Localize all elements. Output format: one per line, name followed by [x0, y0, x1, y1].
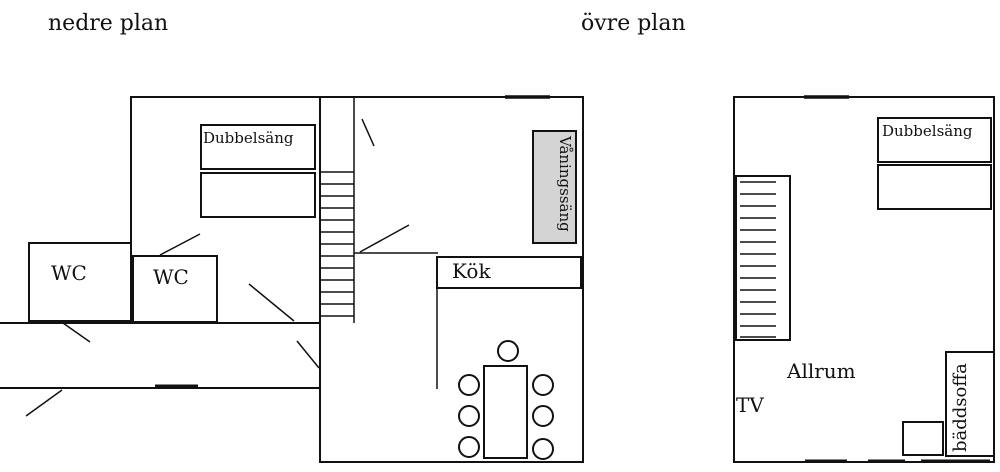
sofa-bed: [945, 351, 995, 457]
bunk-bed-label: Våningssäng: [556, 135, 574, 232]
main-room: [319, 96, 584, 463]
bunk-room-door: [361, 118, 375, 147]
bedroom-door: [248, 283, 295, 322]
dining-chair: [532, 374, 554, 396]
wc-left-door: [62, 322, 91, 343]
double-bed-label: Dubbelsäng: [203, 129, 294, 147]
stair-door: [296, 340, 320, 369]
living-room-label: Allrum: [786, 359, 856, 383]
upper-room: [733, 96, 995, 463]
wc-left-label: WC: [51, 261, 87, 285]
upper-plan-heading: övre plan: [581, 11, 686, 36]
dining-chair: [497, 340, 519, 362]
dining-chair: [458, 436, 480, 458]
corridor-door: [25, 389, 63, 417]
dining-chair: [458, 405, 480, 427]
upper-double-bed-foot: [877, 164, 992, 210]
dining-chair: [532, 405, 554, 427]
upper-stair-steps: [740, 181, 776, 338]
double-bed-head: [200, 124, 316, 170]
upper-double-bed-head: [877, 117, 992, 163]
kitchen-counter: [436, 256, 582, 289]
dining-chair: [458, 374, 480, 396]
upper-plan: Dubbelsäng Allrum TV bäddsoffa: [733, 95, 995, 463]
lower-plan-heading: nedre plan: [48, 11, 168, 36]
bedroom-door: [159, 233, 201, 256]
dining-table: [483, 365, 528, 459]
staircase: [319, 97, 355, 323]
sofa-bed-label: bäddsoffa: [950, 363, 971, 452]
bunk-bed: [532, 130, 577, 244]
kitchen-label: Kök: [452, 259, 491, 283]
wc-right-label: WC: [153, 265, 189, 289]
upper-double-bed-label: Dubbelsäng: [882, 122, 973, 140]
upper-staircase: [735, 175, 791, 341]
lower-plan: WC Dubbelsäng WC: [0, 95, 584, 463]
double-bed-foot: [200, 172, 316, 218]
tv-label: TV: [736, 393, 764, 417]
dining-chair: [532, 438, 554, 460]
wc-right-room: [132, 255, 218, 323]
side-table: [902, 421, 944, 456]
bunk-room-door: [359, 224, 410, 253]
